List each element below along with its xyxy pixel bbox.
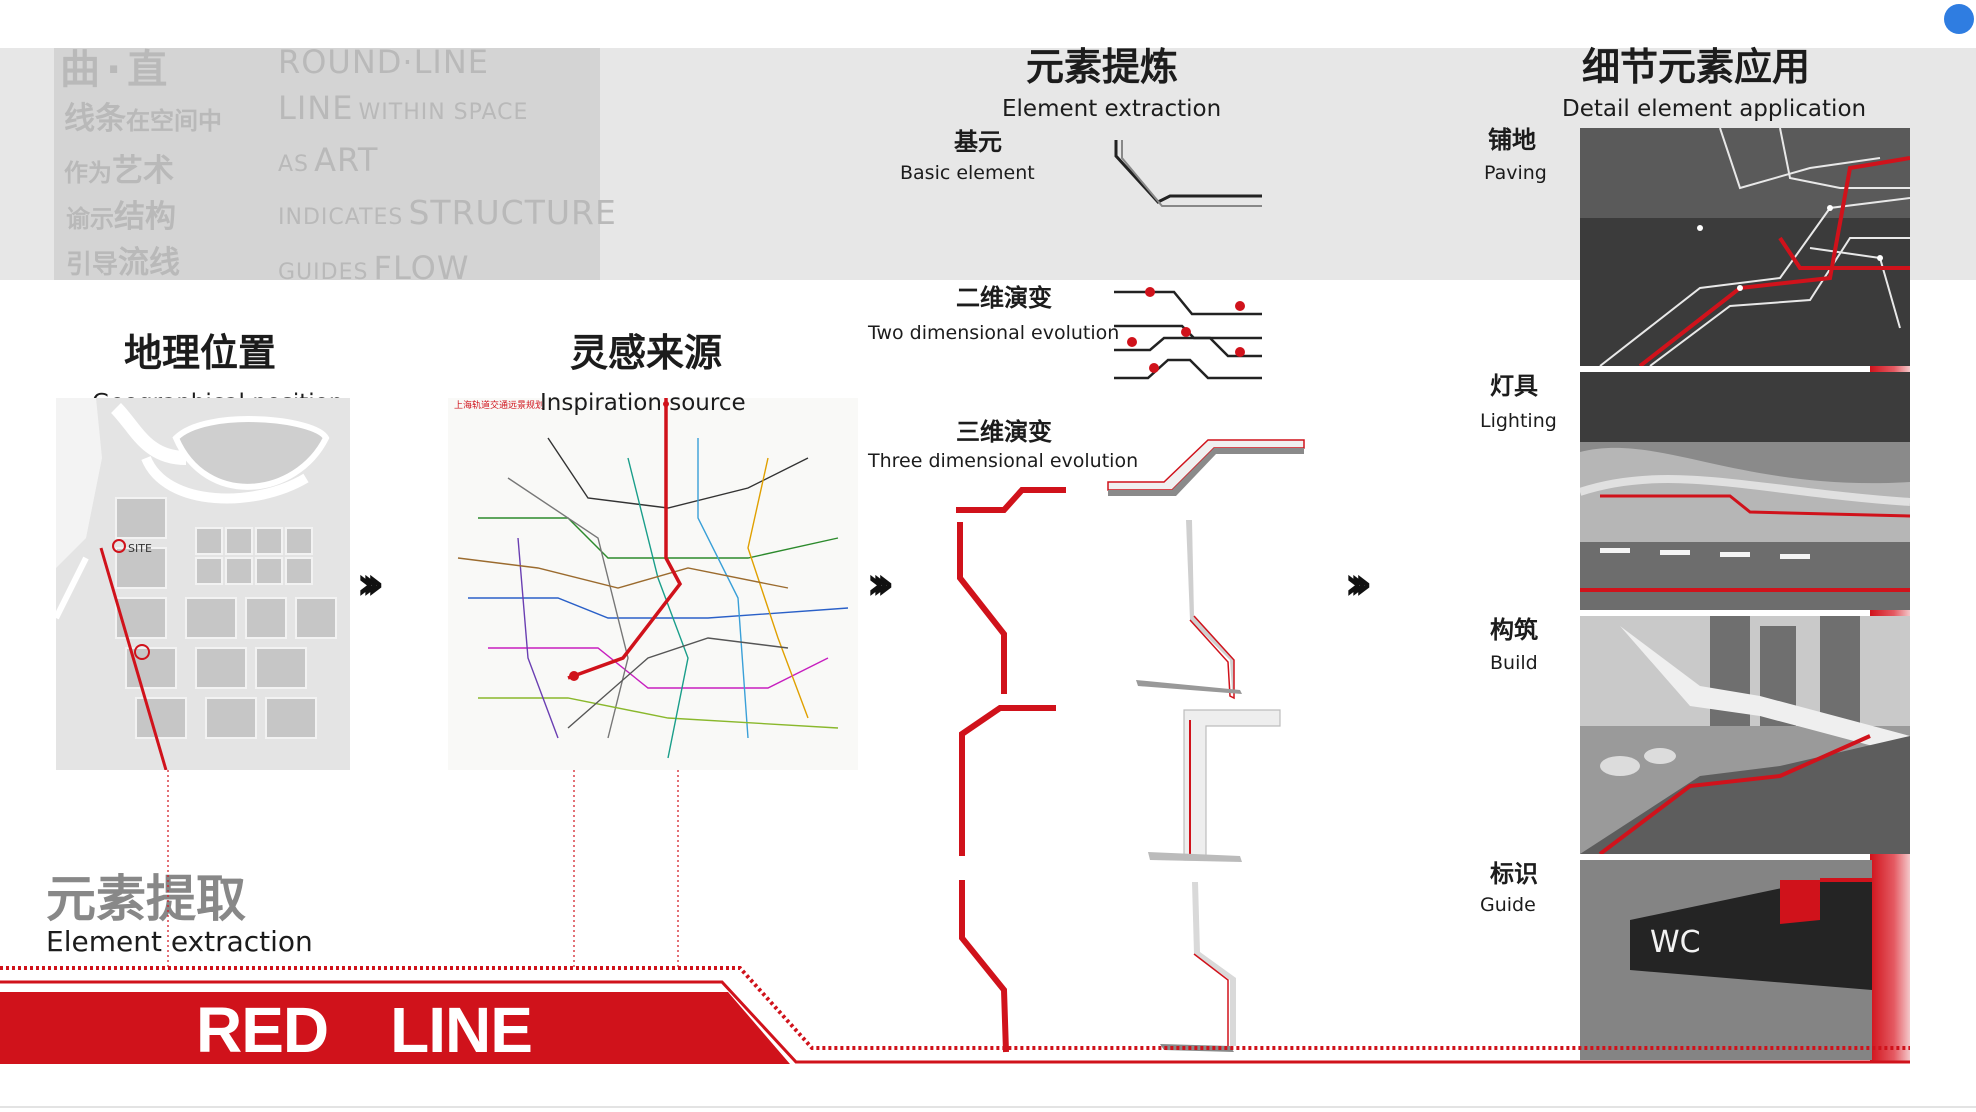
lighting-photo [1580,372,1910,610]
wc-sign-text: WC [1650,925,1701,960]
slogan-en-line5-a: GUIDES [278,260,369,285]
page-bottom-rule [0,1106,1976,1108]
slogan-panel [54,48,600,280]
geo-title-cn: 地理位置 [124,331,277,375]
chevron-right-icon: ››› [356,556,385,610]
chevron-right-icon: ››› [1344,556,1373,610]
app-item-4-cn: 标识 [1490,860,1538,888]
slogan-en-line3: AS ART [278,144,378,176]
app-item-2-en: Lighting [1480,410,1557,432]
slogan-cn-line3-a: 作为 [64,159,112,187]
extraction-title-cn: 元素提炼 [1026,45,1179,89]
app-item-3-en: Build [1490,652,1538,674]
red-line-word-2: LINE [390,994,533,1066]
app-item-4-en: Guide [1480,894,1536,916]
red-path-profile [956,487,1066,1053]
slogan-cn-line4: 谕示结构 [66,202,176,233]
slogan-cn-line3: 作为艺术 [64,156,174,187]
basic-element-graphic [1114,140,1262,207]
application-title-cn: 细节元素应用 [1582,45,1811,89]
slogan-en-line5-b: FLOW [373,249,470,287]
footer-extraction-en: Element extraction [46,925,313,958]
slogan-cn-line1: 曲·直 [60,47,174,93]
paving-photo [1580,128,1910,366]
slogan-en-line2-a: LINE [278,89,354,127]
slogan-en-line1: ROUND·LINE [278,43,490,81]
inspiration-title-en: Inspiration source [540,390,746,416]
slogan-cn-line4-a: 谕示 [66,205,114,233]
site-label: SITE [128,542,152,555]
geographical-map: SITE [56,398,350,770]
slogan-en-line3-a: AS [278,152,310,177]
application-title-en: Detail element application [1562,96,1867,122]
slogan-en-line3-b: ART [314,141,379,179]
red-line-word-1: RED [196,994,329,1066]
basic-element-cn: 基元 [954,128,1002,156]
app-badge-icon[interactable] [1944,4,1974,34]
slogan-cn-line3-b: 艺术 [112,153,174,189]
slogan-en-line5: GUIDES FLOW [278,252,469,284]
slogan-cn-line2-a: 线条 [64,101,126,137]
build-photo [1580,616,1910,854]
app-item-2-cn: 灯具 [1490,372,1538,400]
app-item-1-en: Paving [1484,162,1547,184]
chevron-right-icon: ››› [866,556,895,610]
two-d-evolution-cn: 二维演变 [956,284,1052,312]
three-d-evolution-cn: 三维演变 [956,418,1052,446]
guide-photo: WC [1580,860,1872,1060]
basic-element-en: Basic element [900,162,1035,184]
slogan-en-line2-b: WITHIN SPACE [358,100,529,125]
metro-map: 上海轨道交通远景规划 [448,398,858,770]
connector-lines [167,770,679,970]
slogan-cn-line5-a: 引导 [66,250,119,280]
extraction-title-en: Element extraction [1002,96,1222,122]
slogan-en-line2: LINE WITHIN SPACE [278,92,528,124]
two-d-evolution-graphic [1114,287,1262,380]
metro-map-caption: 上海轨道交通远景规划 [454,399,544,411]
app-item-1-cn: 铺地 [1488,126,1536,154]
slogan-cn-line5: 引导流线 [66,248,180,279]
red-line-banner [0,966,1910,1064]
slogan-cn-line4-b: 结构 [114,199,176,235]
three-d-evolution-graphic [1107,439,1305,496]
slogan-en-line4-b: STRUCTURE [408,193,617,232]
slogan-cn-line2-b: 在空间中 [126,107,222,135]
app-item-3-cn: 构筑 [1490,616,1538,644]
two-d-evolution-en: Two dimensional evolution [868,322,1120,344]
slogan-cn-line5-b: 流线 [118,245,181,281]
three-d-profile [1136,520,1281,1052]
footer-extraction-cn: 元素提取 [46,870,246,928]
three-d-evolution-en: Three dimensional evolution [868,450,1139,472]
slogan-en-line4: INDICATES STRUCTURE [278,196,617,229]
slogan-en-line4-a: INDICATES [278,205,404,230]
inspiration-title-cn: 灵感来源 [570,331,723,375]
slogan-cn-line2: 线条在空间中 [64,104,222,135]
